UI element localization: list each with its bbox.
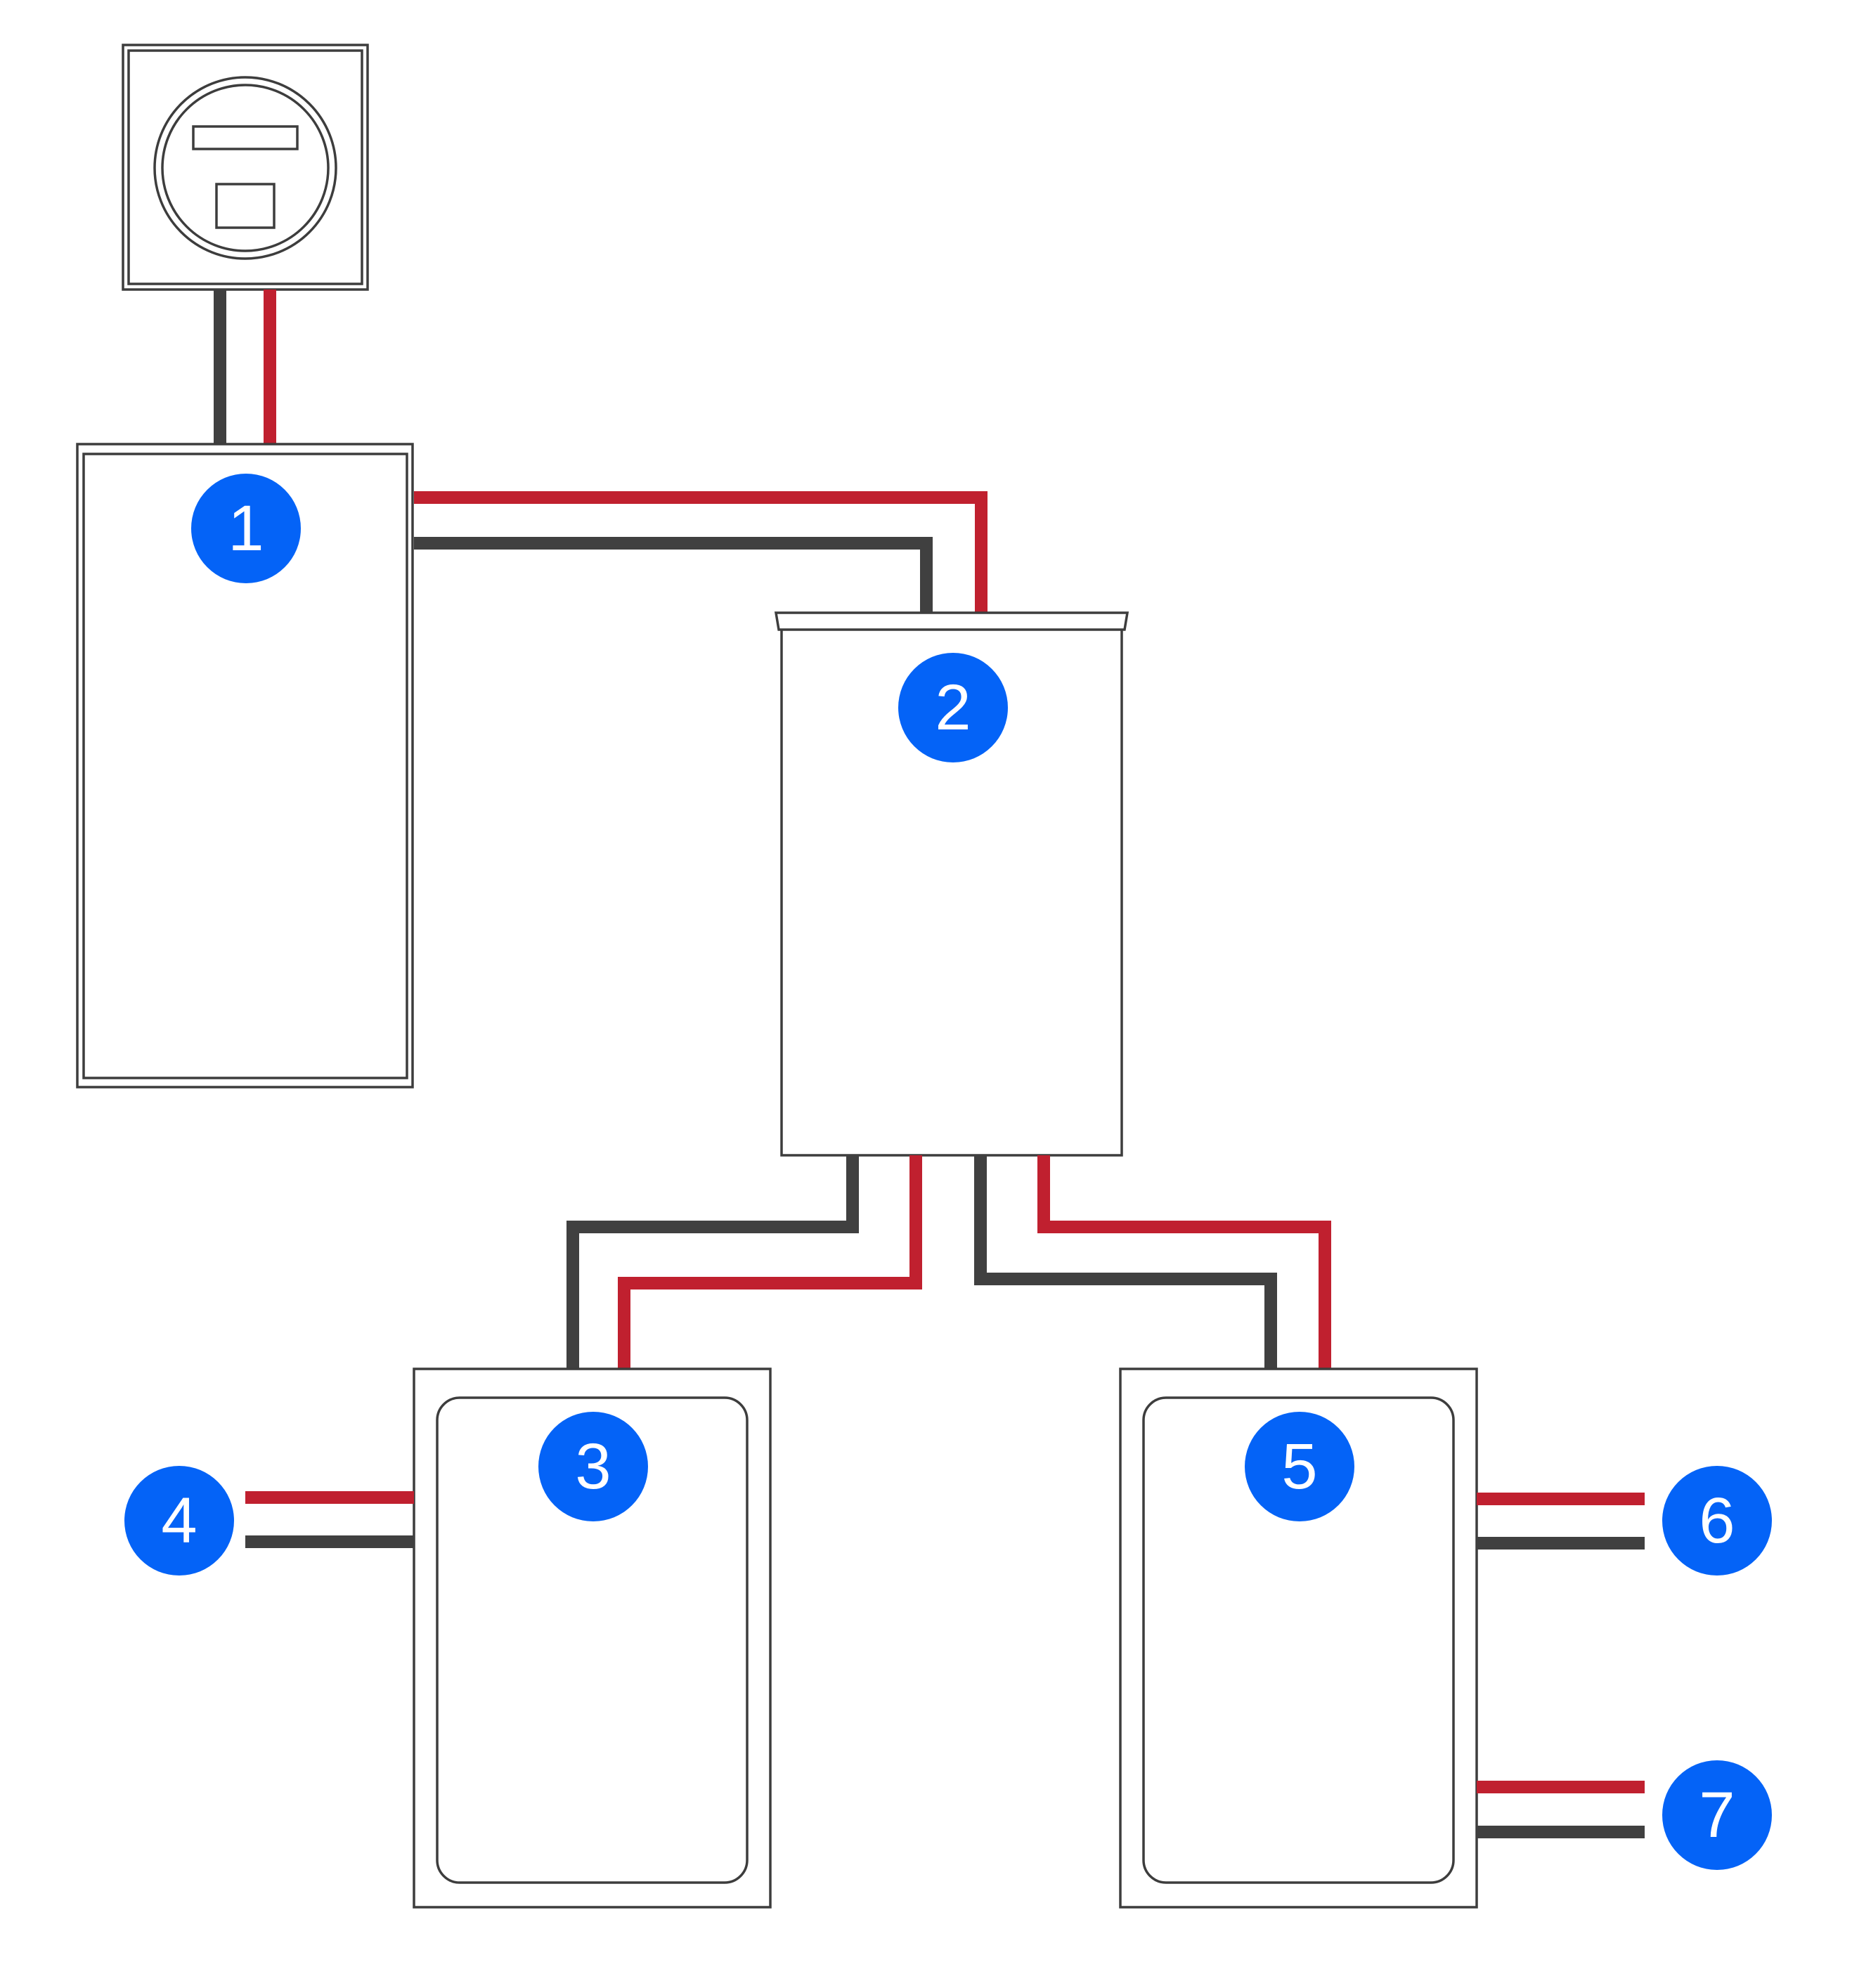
badge-label: 2 [935, 672, 971, 743]
badge-circle [898, 653, 1008, 762]
badge-label: 5 [1281, 1431, 1317, 1502]
badge-circle [1245, 1412, 1354, 1521]
badge-label: 7 [1699, 1779, 1735, 1851]
neutral-wire [414, 537, 933, 613]
badge-label: 1 [228, 493, 264, 564]
badge-6: 6 [1662, 1466, 1772, 1576]
badge-1: 1 [191, 474, 301, 583]
main-panel [76, 443, 414, 1089]
wires-panel-to-subpanel [414, 491, 987, 613]
badge-label: 6 [1699, 1485, 1735, 1557]
wires-subpanel-to-box-left [566, 1155, 922, 1369]
badge-7: 7 [1662, 1760, 1772, 1870]
hot-wire [618, 1155, 922, 1369]
badge-2: 2 [898, 653, 1008, 762]
badge-label: 3 [575, 1431, 611, 1502]
hot-wire [1037, 1155, 1331, 1369]
hot-wire [414, 491, 987, 613]
neutral-wire [566, 1155, 859, 1369]
badge-circle [1662, 1466, 1772, 1576]
badge-5: 5 [1245, 1412, 1354, 1521]
wires-right-box-outgoing-lower [1477, 1781, 1645, 1838]
badge-circle [538, 1412, 648, 1521]
badge-3: 3 [538, 1412, 648, 1521]
badge-circle [1662, 1760, 1772, 1870]
wires-left-box-outgoing [245, 1491, 414, 1548]
wires-subpanel-to-box-right [974, 1155, 1331, 1369]
wires-right-box-outgoing-upper [1477, 1493, 1645, 1550]
badge-circle [191, 474, 301, 583]
badge-label: 4 [161, 1485, 197, 1557]
neutral-wire [974, 1155, 1277, 1369]
electric-meter [122, 44, 369, 291]
badge-circle [124, 1466, 234, 1576]
badge-4: 4 [124, 1466, 234, 1576]
wires-meter-to-panel [214, 290, 276, 444]
